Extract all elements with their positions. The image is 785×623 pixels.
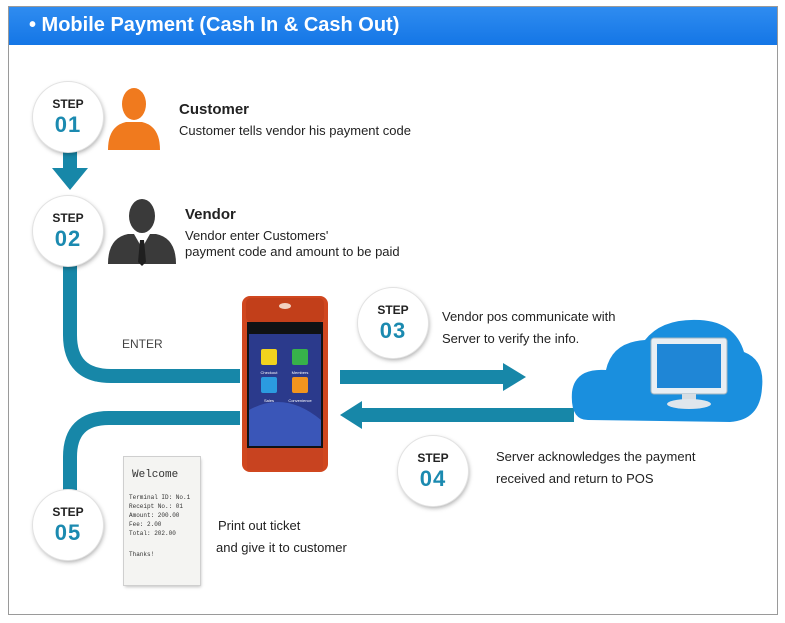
pos-app-convenience: Convenience	[288, 398, 312, 403]
step-04-label: STEP	[417, 451, 449, 465]
vendor-title: Vendor	[185, 206, 236, 223]
receipt-line-total: Total: 202.00	[129, 530, 176, 537]
customer-title: Customer	[179, 101, 250, 118]
pos-app-members: Members	[292, 370, 309, 375]
header-bar: • Mobile Payment (Cash In & Cash Out)	[9, 7, 777, 45]
step-05-badge: STEP 05	[33, 490, 103, 560]
step-04-number: 04	[419, 466, 447, 491]
cloud-server-icon	[571, 319, 763, 422]
left-arrow-shaft	[360, 408, 574, 422]
receipt-line-terminal: Terminal ID: No.1	[129, 494, 191, 501]
enter-label: ENTER	[122, 337, 163, 351]
left-arrow-head	[340, 401, 362, 429]
vendor-icon	[108, 199, 176, 266]
customer-description: Customer tells vendor his payment code	[179, 123, 411, 138]
step-01-label: STEP	[52, 97, 84, 111]
step-03-badge: STEP 03	[358, 288, 428, 358]
receipt-line-amount: Amount: 200.00	[129, 512, 180, 519]
step-03-number: 03	[379, 318, 407, 343]
step5-text-line2: and give it to customer	[216, 540, 347, 555]
receipt-ticket: Welcome Terminal ID: No.1 Receipt No.: 0…	[124, 457, 200, 585]
pos-app-checkout: Checkout	[261, 370, 279, 375]
step-02-badge: STEP 02	[33, 196, 103, 266]
step4-text-line2: received and return to POS	[496, 471, 654, 486]
pos-app-sales: Sales	[264, 398, 274, 403]
step-05-number: 05	[54, 520, 82, 545]
step3-text-line1: Vendor pos communicate with	[442, 309, 616, 324]
vendor-description-line2: payment code and amount to be paid	[185, 244, 400, 259]
step5-text-line1: Print out ticket	[218, 518, 301, 533]
step4-text-line1: Server acknowledges the payment	[496, 449, 696, 464]
right-arrow-head	[503, 363, 526, 391]
step-04-badge: STEP 04	[398, 436, 468, 506]
right-arrow-shaft	[340, 370, 505, 384]
customer-icon	[108, 88, 160, 150]
step-03-label: STEP	[377, 303, 409, 317]
down-arrow-shaft	[63, 150, 77, 170]
page-title: • Mobile Payment (Cash In & Cash Out)	[29, 14, 400, 36]
step3-text-line2: Server to verify the info.	[442, 331, 580, 346]
step-01-badge: STEP 01	[33, 82, 103, 152]
step-05-label: STEP	[52, 505, 84, 519]
step-01-number: 01	[54, 112, 82, 137]
receipt-line-receipt-no: Receipt No.: 01	[129, 503, 184, 510]
receipt-line-thanks: Thanks!	[129, 551, 155, 558]
step-02-number: 02	[54, 226, 82, 251]
receipt-line-fee: Fee: 2.00	[129, 521, 162, 528]
flow-path-enter	[63, 262, 240, 383]
pos-terminal-icon	[242, 296, 328, 472]
down-arrow-head	[52, 168, 88, 190]
step-02-label: STEP	[52, 211, 84, 225]
flow-path-print	[63, 411, 240, 490]
vendor-description-line1: Vendor enter Customers'	[185, 228, 329, 243]
receipt-title: Welcome	[132, 469, 179, 481]
